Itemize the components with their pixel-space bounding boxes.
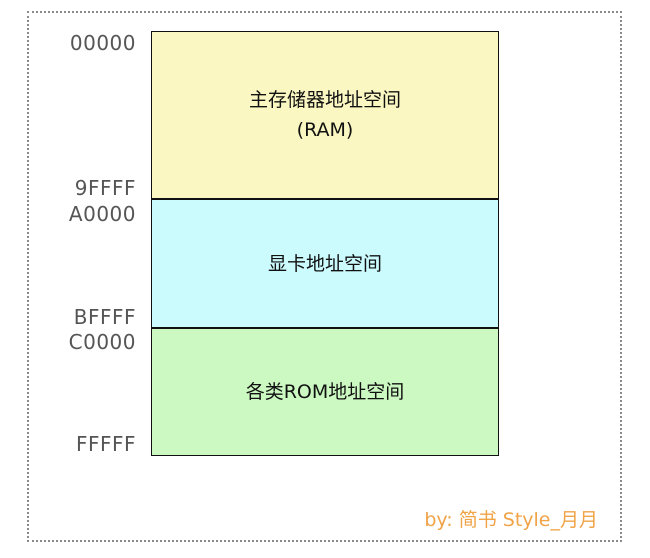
address-label-vga-end: BFFFF (73, 305, 136, 329)
memory-block-ram-sublabel: (RAM) (296, 119, 354, 141)
memory-block-rom-label: 各类ROM地址空间 (245, 381, 405, 403)
address-label-ram-start: 00000 (69, 31, 136, 55)
address-label-rom-end: FFFFF (75, 432, 136, 456)
memory-block-rom: 各类ROM地址空间 (151, 327, 499, 456)
memory-block-ram: 主存储器地址空间 (RAM) (151, 31, 499, 199)
memory-block-ram-label: 主存储器地址空间 (248, 89, 401, 111)
address-label-ram-end: 9FFFF (74, 176, 136, 200)
address-label-vga-start: A0000 (68, 202, 136, 226)
credit-watermark: by: 简书 Style_月月 (424, 509, 598, 531)
memory-block-video-label: 显卡地址空间 (267, 252, 382, 275)
address-label-rom-start: C0000 (68, 330, 136, 354)
memory-block-video: 显卡地址空间 (151, 198, 499, 328)
diagram-frame (27, 11, 622, 542)
